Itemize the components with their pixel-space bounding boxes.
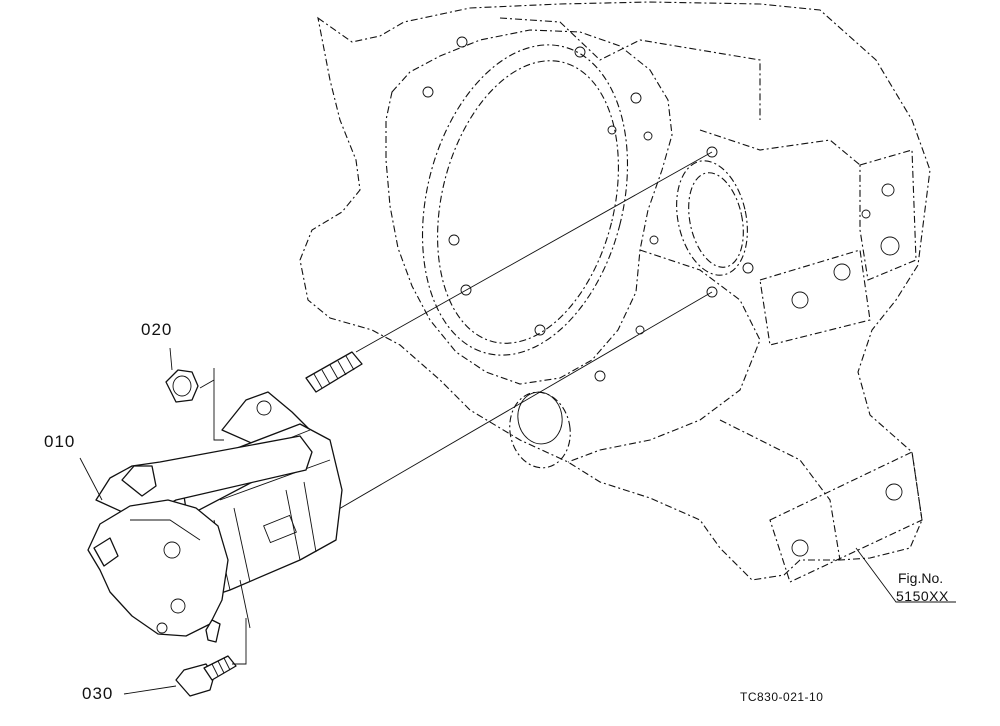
- callout-020: 020: [141, 320, 173, 339]
- callout-030: 030: [82, 684, 114, 703]
- bolt-part-030: [175, 655, 237, 697]
- figure-label: Fig.No.: [898, 570, 944, 586]
- starter-motor-part-010: [87, 391, 343, 643]
- leader-lines: [79, 347, 956, 695]
- nut-part-020: [165, 369, 215, 403]
- assembly-center-lines: [319, 151, 713, 521]
- drawing-code: TC830-021-10: [740, 690, 824, 704]
- stud: [305, 351, 363, 393]
- flywheel-housing: [299, 1, 931, 583]
- figure-number: 5150XX: [896, 588, 949, 604]
- callout-010: 010: [44, 432, 76, 451]
